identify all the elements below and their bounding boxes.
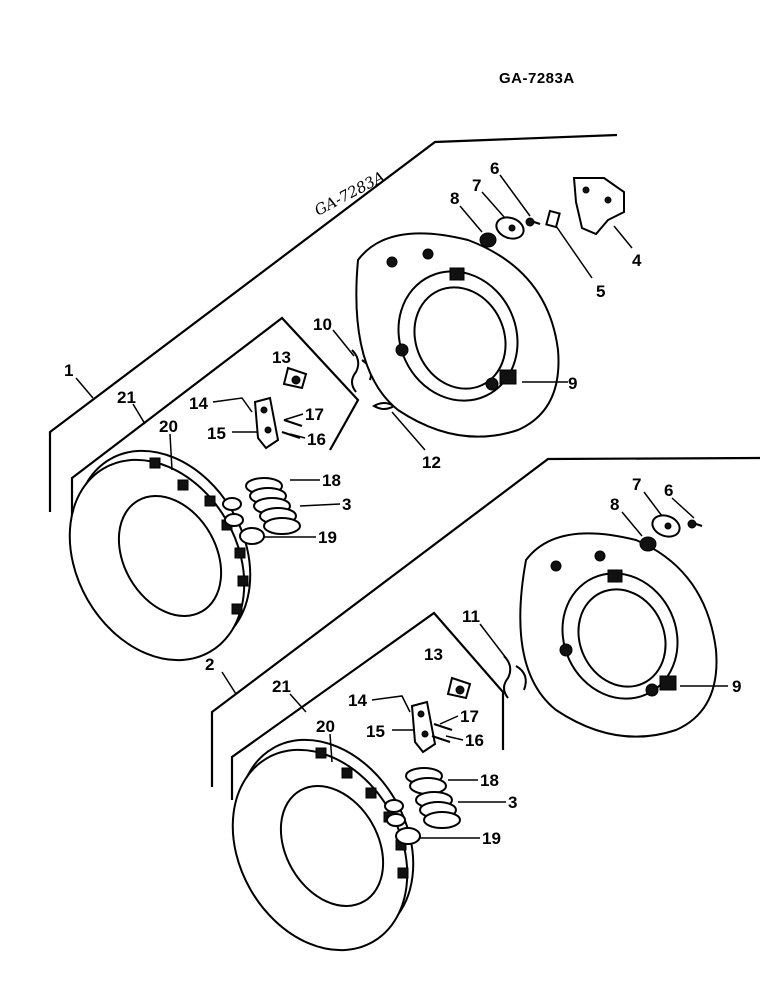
nut-lower	[639, 536, 657, 552]
callout-6-lower: 6	[664, 481, 673, 500]
callout-19-upper: 19	[318, 528, 337, 547]
leader-20-upper	[169, 433, 173, 471]
callout-4: 4	[632, 251, 642, 270]
leader-6-lower	[671, 497, 695, 519]
leader-6-upper	[499, 174, 531, 217]
spring-cup-lower	[384, 799, 421, 845]
pressure-plate-lower	[231, 738, 415, 952]
leader-17-upper	[283, 413, 304, 421]
assembly-1-bracket	[48, 133, 618, 512]
pin-lower	[431, 722, 453, 744]
callout-20-upper: 20	[159, 417, 178, 436]
callout-3-lower: 3	[508, 793, 517, 812]
callout-18-upper: 18	[322, 471, 341, 490]
leader-2-lower	[221, 671, 237, 695]
callout-6-upper: 6	[490, 159, 499, 178]
lever-spring-lower	[503, 655, 527, 699]
leader-8-lower	[621, 511, 643, 537]
leader-14-lower	[371, 695, 411, 713]
callout-13-upper: 13	[272, 348, 291, 367]
callout-18-lower: 18	[480, 771, 499, 790]
clutch-cover-lower	[519, 532, 718, 738]
leader-7-lower	[643, 491, 663, 517]
callout-14-upper: 14	[189, 394, 208, 413]
callout-7-lower: 7	[632, 475, 641, 494]
leader-5	[555, 225, 593, 279]
bolt-lower	[687, 519, 703, 529]
pressure-springs-upper	[245, 477, 301, 535]
callout-10: 10	[313, 315, 332, 334]
leader-11-lower	[479, 623, 507, 659]
assembly-2-bracket	[210, 456, 761, 787]
callout-9-upper: 9	[568, 374, 577, 393]
leader-16-upper	[289, 433, 306, 439]
callout-16-lower: 16	[465, 731, 484, 750]
leader-20-lower	[329, 733, 333, 763]
callout-21-upper: 21	[117, 388, 136, 407]
adjusting-block	[572, 177, 625, 236]
clutch-cover-upper	[355, 232, 560, 438]
subassembly-21-bracket-upper	[70, 316, 360, 530]
drawing-code: GA-7283A	[499, 70, 575, 87]
eyebolt-upper	[282, 366, 308, 390]
release-lever-lower	[410, 700, 437, 754]
leader-3-upper	[299, 503, 341, 507]
leader-4	[613, 225, 633, 249]
leader-14-upper	[212, 397, 253, 413]
callout-21-lower: 21	[272, 677, 291, 696]
callout-2: 2	[205, 655, 214, 674]
lower-assembly	[210, 456, 761, 952]
leader-8-upper	[459, 205, 483, 233]
leader-10-upper	[332, 329, 355, 357]
callout-11: 11	[462, 607, 480, 626]
leader-21-lower	[289, 693, 307, 713]
leader-17-lower	[439, 715, 459, 725]
callout-1: 1	[64, 361, 73, 380]
subassembly-21-bracket-lower	[230, 611, 505, 800]
callout-5: 5	[596, 282, 605, 301]
callout-16-upper: 16	[307, 430, 326, 449]
callout-17-upper: 17	[305, 405, 324, 424]
callout-9-lower: 9	[732, 677, 741, 696]
eyebolt-lower	[446, 676, 472, 700]
callout-labels: 6 7 8 4 5 10 13 1 9 21 14 17 20 15 16 12…	[64, 159, 741, 848]
pressure-springs-lower	[405, 767, 461, 829]
callout-15-lower: 15	[366, 722, 385, 741]
callout-8-upper: 8	[450, 189, 459, 208]
callout-8-lower: 8	[610, 495, 619, 514]
eyebolt-plate-upper	[495, 216, 525, 240]
callout-20-lower: 20	[316, 717, 335, 736]
leader-21-upper	[132, 403, 146, 425]
leader-7-upper	[481, 191, 506, 219]
callout-19-lower: 19	[482, 829, 501, 848]
pressure-plate-upper	[68, 449, 252, 662]
callout-17-lower: 17	[460, 707, 479, 726]
shim	[545, 209, 561, 229]
callout-7-upper: 7	[472, 176, 481, 195]
release-lever-upper	[253, 396, 280, 450]
callout-14-lower: 14	[348, 691, 367, 710]
callout-12: 12	[422, 453, 441, 472]
handwritten-drawing-code: GA-7283A.	[311, 165, 392, 219]
leader-16-lower	[445, 735, 464, 741]
upper-assembly	[48, 133, 633, 662]
nut-upper	[479, 232, 497, 248]
eyebolt-plate-lower	[651, 514, 681, 538]
spring-cup-upper	[222, 497, 265, 545]
callout-13-lower: 13	[424, 645, 443, 664]
leader-12-upper	[391, 411, 426, 451]
callout-3-upper: 3	[342, 495, 351, 514]
callout-15-upper: 15	[207, 424, 226, 443]
leader-1-upper	[75, 377, 94, 399]
bolt-upper	[525, 217, 541, 227]
